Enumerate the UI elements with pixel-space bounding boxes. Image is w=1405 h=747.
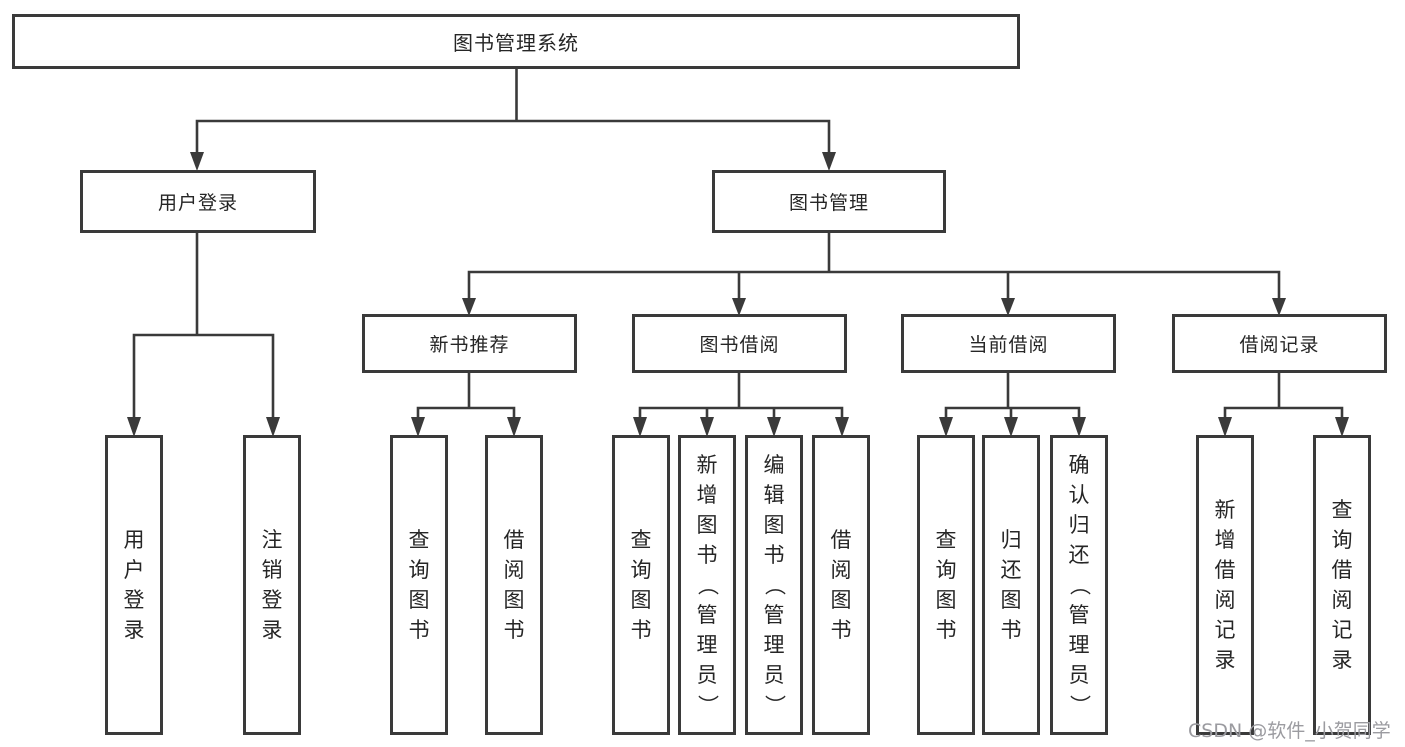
leaf-edit-books-admin: 编辑图书（管理员） — [745, 435, 803, 735]
leaf-add-borrow-record: 新增借阅记录 — [1196, 435, 1254, 735]
leaf-query-books-current: 查询图书 — [917, 435, 975, 735]
leaf-return-books: 归还图书 — [982, 435, 1040, 735]
node-book-borrow: 图书借阅 — [632, 314, 847, 373]
leaf-logout: 注销登录 — [243, 435, 301, 735]
leaf-query-borrow-record: 查询借阅记录 — [1313, 435, 1371, 735]
arrowheads — [127, 152, 1349, 437]
node-new-book-recommend: 新书推荐 — [362, 314, 577, 373]
leaf-query-books-borrow: 查询图书 — [612, 435, 670, 735]
node-book-management: 图书管理 — [712, 170, 946, 233]
leaf-add-books-admin: 新增图书（管理员） — [678, 435, 736, 735]
leaf-user-login: 用户登录 — [105, 435, 163, 735]
csdn-watermark: CSDN @软件_小贺同学 — [1188, 720, 1391, 742]
leaf-query-books-recommend: 查询图书 — [390, 435, 448, 735]
leaf-borrow-books-recommend: 借阅图书 — [485, 435, 543, 735]
leaf-borrow-books: 借阅图书 — [812, 435, 870, 735]
node-user-login: 用户登录 — [80, 170, 316, 233]
node-library-management-system: 图书管理系统 — [12, 14, 1020, 69]
node-current-borrow: 当前借阅 — [901, 314, 1116, 373]
leaf-confirm-return-admin: 确认归还（管理员） — [1050, 435, 1108, 735]
node-borrow-records: 借阅记录 — [1172, 314, 1387, 373]
